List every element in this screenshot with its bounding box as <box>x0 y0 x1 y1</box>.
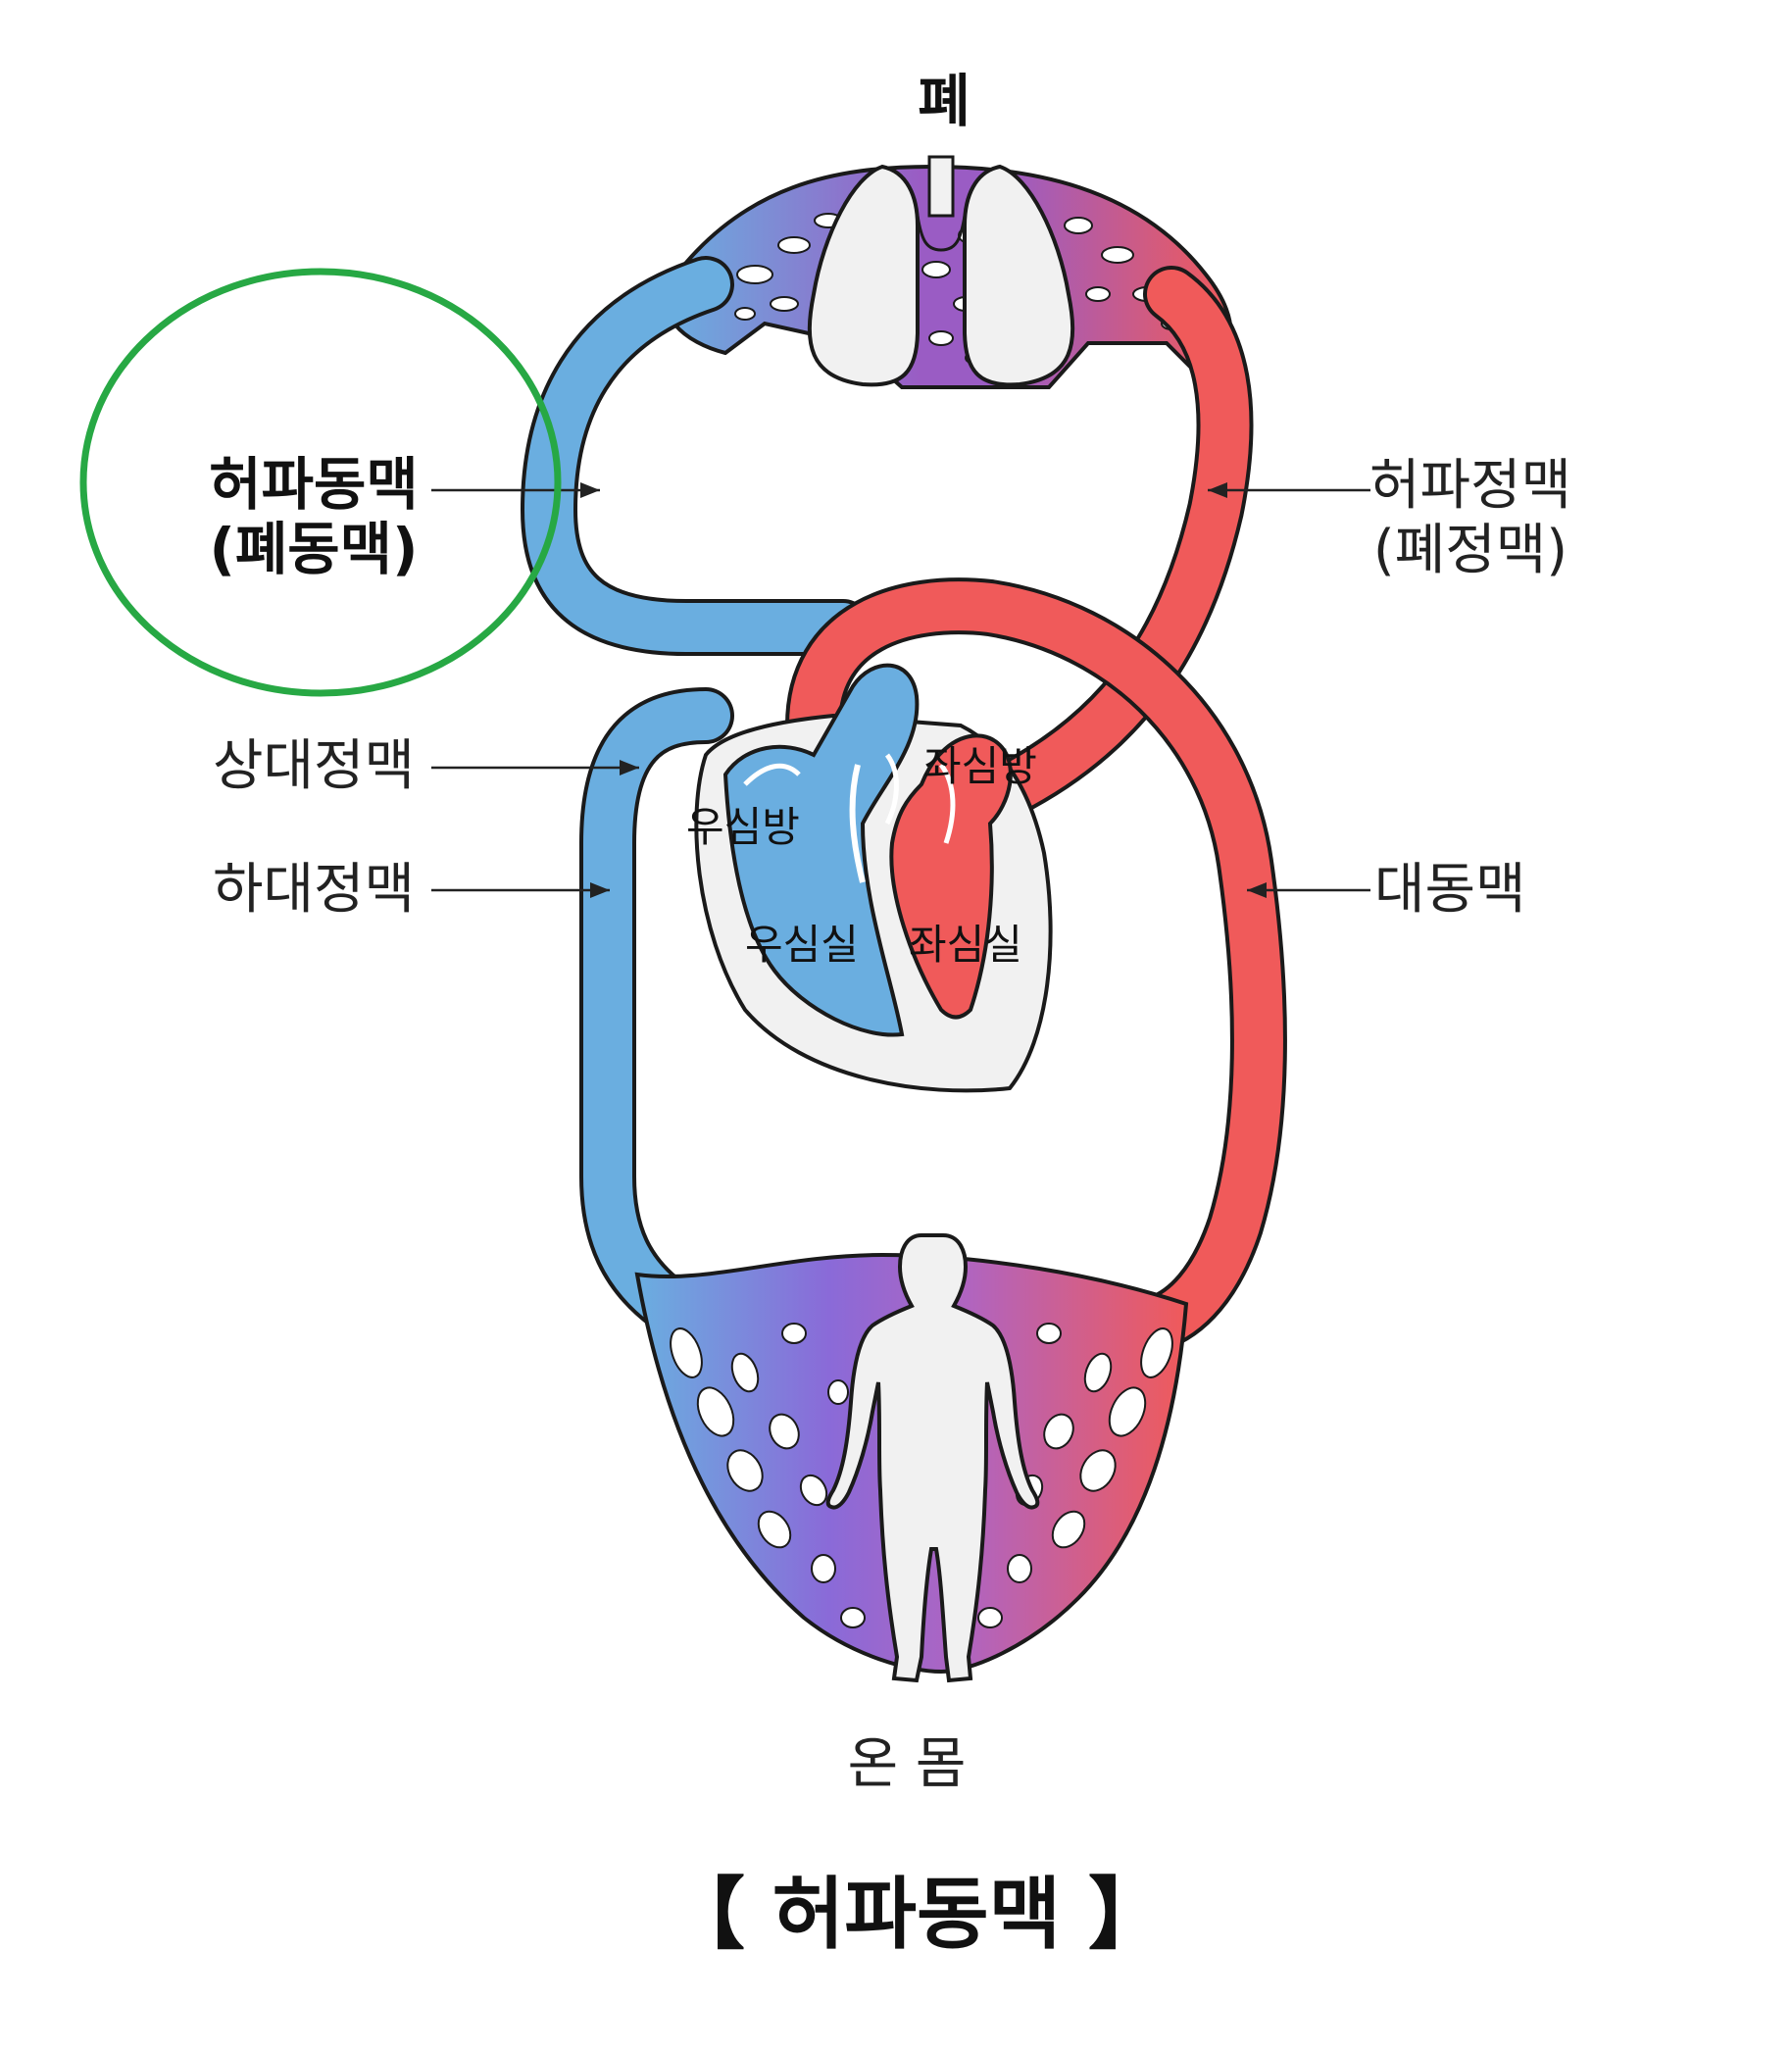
caption-title: 【 허파동맥 】 <box>667 1869 1167 1960</box>
lungs-icon <box>807 155 1075 387</box>
pulmonary-vein-label-line2: (폐정맥) <box>1373 519 1568 582</box>
human-body-icon <box>825 1233 1040 1683</box>
highlight-circle <box>79 268 562 697</box>
body-label: 온 몸 <box>848 1732 967 1796</box>
superior-vena-cava-label: 상대정맥 <box>213 734 415 798</box>
pulmonary-artery-label-line2: (폐동맥) <box>209 516 418 582</box>
pulmonary-artery-label-line1: 허파동맥 <box>209 451 418 518</box>
heart-icon <box>694 663 1053 1093</box>
lung-label: 폐 <box>918 68 970 134</box>
right-ventricle-label: 우심실 <box>745 921 859 969</box>
pulmonary-vein-label-line1: 허파정맥 <box>1369 454 1571 518</box>
left-atrium-label: 좌심방 <box>923 742 1037 790</box>
left-ventricle-label: 좌심실 <box>909 921 1022 969</box>
label-arrows <box>431 482 1370 898</box>
aorta-label: 대동맥 <box>1374 858 1526 922</box>
inferior-vena-cava-label: 하대정맥 <box>213 858 415 922</box>
right-atrium-label: 우심방 <box>686 803 800 851</box>
